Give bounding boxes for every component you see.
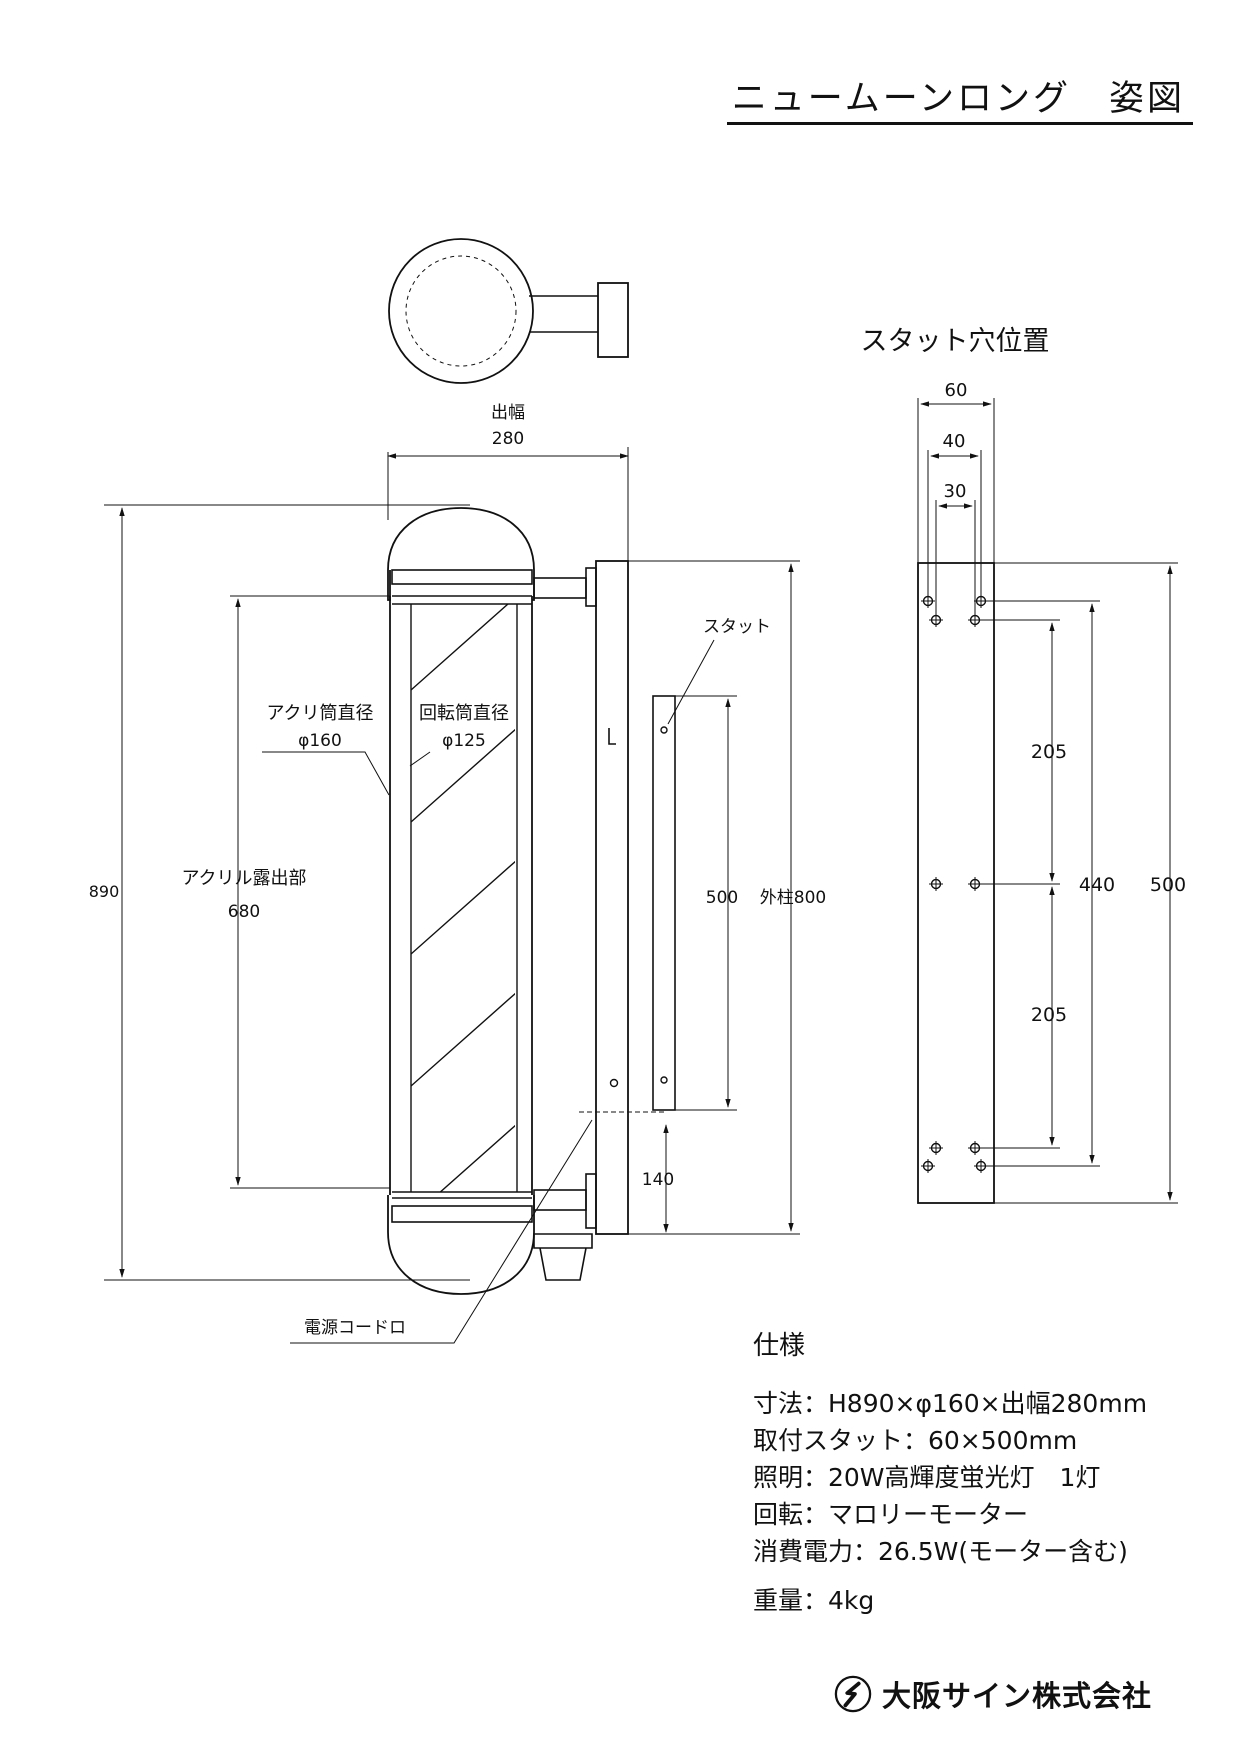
stud-length-label: 500 [706,888,738,908]
projection-dimension: 出幅 280 [387,403,629,565]
cord-outlet [533,1233,593,1281]
spec-stud: 取付スタット：60×500mm [753,1426,1078,1455]
acrylic-exposed-label: アクリル露出部 [181,868,306,889]
projection-value: 280 [492,429,524,449]
stud-holes [921,594,988,1173]
company-logo-icon [834,1675,872,1713]
stud-dim-205-bottom: 205 [1031,1004,1067,1026]
top-cap [387,507,535,601]
bottom-cap [387,1195,535,1295]
acrylic-exposed-value: 680 [228,902,260,922]
projection-label: 出幅 [491,403,525,423]
outer-post [595,560,629,1235]
top-band [391,569,533,585]
rotating-tube-value: φ125 [442,731,486,751]
spec-dimensions: 寸法：H890×φ160×出幅280mm [753,1389,1148,1418]
stud-hole-view: スタット穴位置 60 40 [861,326,1186,1204]
spec-rotation: 回転：マロリーモーター [753,1500,1029,1529]
front-dimensions: 890 アクリル露出部 680 アクリ筒直径 φ160 回転筒直径 φ125 外… [89,504,826,1344]
title-block: ニュームーンロング 姿図 [727,68,1193,125]
top-view-inner-circle [405,255,517,367]
specifications: 仕様 寸法：H890×φ160×出幅280mm 取付スタット：60×500mm … [753,1328,1147,1619]
acrylic-tube-label: アクリ筒直径 [266,703,373,724]
stud-dim-205-top: 205 [1031,741,1067,763]
stud-dim-440: 440 [1079,874,1115,896]
height-890-label: 890 [89,882,120,901]
stud-width-60: 60 [945,380,968,401]
pole-front-view [387,507,676,1295]
company-block: 大阪サイン株式会社 [834,1670,1152,1718]
rotating-tube-label: 回転筒直径 [419,703,509,724]
spec-weight: 重量：4kg [753,1586,875,1615]
lower-arm [533,1189,587,1211]
page-title: ニュームーンロング 姿図 [731,79,1185,119]
stud-dim-500: 500 [1150,874,1186,896]
bottom-band [391,1205,533,1223]
top-view [388,238,629,384]
stud-dimensions: 60 40 30 205 [917,380,1186,1204]
spec-heading: 仕様 [753,1331,806,1361]
stud-label: スタット [703,617,771,637]
outer-post-label: 外柱800 [760,888,826,908]
power-cord-label: 電源コードロ [304,1318,406,1338]
stud-width-40: 40 [943,431,966,452]
spec-lighting: 照明：20W高輝度蛍光灯 1灯 [753,1463,1101,1492]
stud-plate [917,562,995,1204]
stud-section-title: スタット穴位置 [861,326,1050,357]
top-view-mount-plate [597,282,629,358]
acrylic-tube-value: φ160 [298,731,342,751]
stud-bar [652,695,676,1111]
spec-power: 消費電力：26.5W(モーター含む) [753,1537,1128,1566]
top-view-outer-circle [388,238,534,384]
rotating-stripes [411,604,515,1192]
company-name: 大阪サイン株式会社 [882,1679,1153,1713]
upper-arm [533,577,587,599]
bottom-offset-label: 140 [642,1170,674,1190]
stud-width-30: 30 [944,481,967,502]
